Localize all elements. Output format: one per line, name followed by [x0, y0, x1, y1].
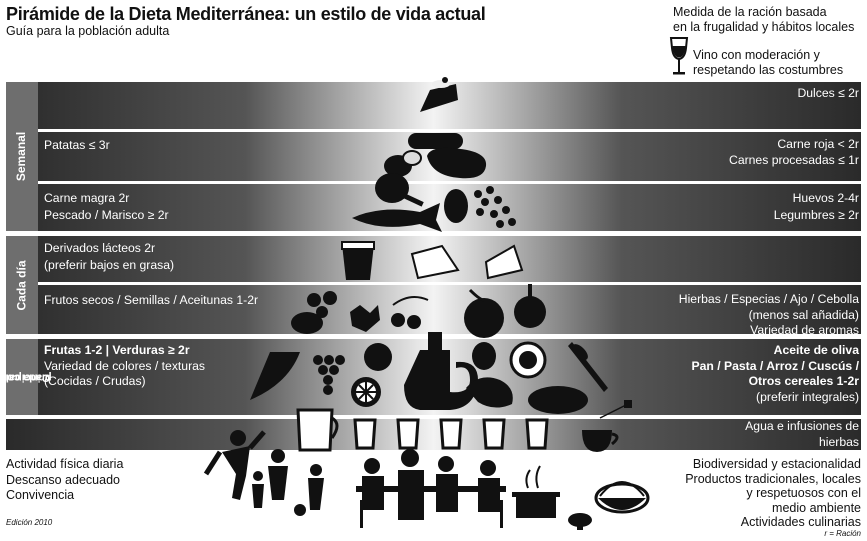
dairy-labels: Derivados lácteos 2r (preferir bajos en …	[44, 240, 174, 274]
lifestyle-item: Biodiversidad y estacionalidad	[692, 457, 861, 471]
egg-icon	[444, 189, 468, 223]
chicken-leg-icon	[375, 173, 424, 207]
wine-note-line: Vino con moderación y	[693, 48, 820, 62]
potatoes-label: Patatas ≤ 3r	[44, 138, 110, 152]
portion-note-line: Medida de la ración basada	[673, 5, 827, 19]
basket-icon	[594, 481, 650, 514]
section-label-weekly: Semanal	[6, 82, 38, 231]
wine-note-line: respetando las costumbres	[693, 63, 844, 77]
lifestyle-item: Actividad física diaria	[6, 457, 124, 471]
red-meat-label: Carne roja < 2r	[777, 137, 859, 151]
edition-note: Edición 2010	[6, 518, 53, 527]
water-label: Agua e infusiones de hierbas	[745, 419, 859, 450]
meat-labels: Carne roja < 2r Carnes procesadas ≤ 1r	[729, 137, 859, 168]
lifestyle-item: y respetuosos con el	[746, 486, 861, 500]
herbs-label: Hierbas / Especias / Ajo / Cebolla	[678, 292, 859, 306]
apple-icon	[364, 343, 392, 371]
section-label-daily: Cada día	[6, 236, 38, 334]
dairy-label: Derivados lácteos 2r	[44, 241, 156, 255]
olives-icon	[391, 295, 429, 329]
potato-icon	[384, 150, 422, 177]
wheat-icon	[568, 342, 608, 392]
eggs-legumes-labels: Huevos 2-4r Legumbres ≥ 2r	[774, 190, 859, 224]
section-label-main-meal: Cada comidaprincipal	[0, 339, 51, 415]
lifestyle-item: Convivencia	[6, 488, 75, 502]
divider	[38, 181, 861, 184]
lifestyle-item: Actividades culinarias	[740, 515, 861, 529]
wine-glass-icon	[669, 37, 689, 75]
water-band	[6, 419, 861, 450]
fruits-veg-labels: Frutas 1-2 | Verduras ≥ 2r Variedad de c…	[44, 343, 205, 390]
water-jug-icon	[296, 408, 339, 452]
racion-note: r = Ración	[824, 529, 861, 538]
cereals-note: (preferir integrales)	[756, 389, 859, 404]
page-subtitle: Guía para la población adulta	[6, 24, 170, 38]
herbs-labels: Hierbas / Especias / Ajo / Cebolla (meno…	[679, 292, 859, 339]
steak-icon	[427, 147, 487, 179]
portion-note-line: en la frugalidad y hábitos locales	[673, 20, 855, 34]
portion-note: Medida de la ración basada en la frugali…	[673, 5, 861, 35]
eggs-label: Huevos 2-4r	[792, 191, 859, 205]
cheese-icon	[410, 244, 524, 280]
white-meat-fish-labels: Carne magra 2r Pescado / Marisco ≥ 2r	[44, 190, 169, 224]
divider	[38, 129, 861, 132]
cake-icon	[420, 77, 458, 112]
yogurt-icon	[341, 241, 375, 280]
page-title: Pirámide de la Dieta Mediterránea: un es…	[6, 4, 486, 24]
bread-icon	[528, 386, 588, 414]
family-activity-icon	[203, 430, 324, 516]
herbs-variety: Variedad de aromas	[750, 323, 859, 337]
watermelon-icon	[250, 352, 300, 400]
processed-meat-label: Carnes procesadas ≤ 1r	[729, 152, 859, 167]
water-label-line: hierbas	[819, 434, 859, 449]
onion-icon	[464, 288, 504, 338]
nuts-icon	[291, 291, 380, 334]
lifestyle-item: medio ambiente	[772, 500, 861, 515]
lifestyle-right: Biodiversidad y estacionalidad Productos…	[685, 457, 861, 530]
white-meat-label: Carne magra 2r	[44, 191, 130, 205]
tea-cup-icon	[582, 400, 632, 452]
lifestyle-left: Actividad física diaria Descanso adecuad…	[6, 457, 123, 504]
divider	[38, 282, 861, 285]
herbs-note: (menos sal añadida)	[748, 307, 859, 322]
fish-icon	[352, 203, 442, 232]
fish-label: Pescado / Marisco ≥ 2r	[44, 208, 169, 222]
olive-oil-label: Aceite de oliva	[773, 343, 859, 357]
variety-label: Variedad de colores / texturas	[44, 358, 206, 373]
artichoke-icon	[472, 342, 496, 370]
leafy-vegetables-icon	[466, 341, 547, 408]
legumes-icon	[474, 186, 516, 228]
mushroom-icon	[568, 513, 592, 530]
orange-slice-icon	[351, 377, 381, 407]
olive-oil-jar-icon	[404, 332, 478, 410]
grapes-icon	[313, 355, 345, 395]
variety-note: (Cocidas / Crudas)	[44, 374, 146, 388]
cereals-portion: Otros cereales 1-2r	[748, 374, 859, 388]
water-glass-icon	[353, 418, 549, 450]
oil-cereal-labels: Aceite de oliva Pan / Pasta / Arroz / Cu…	[691, 343, 859, 405]
water-label-line: Agua e infusiones de	[745, 419, 859, 433]
dairy-note: (preferir bajos en grasa)	[44, 258, 175, 272]
sausage-icon	[408, 133, 463, 149]
fruits-veg-label: Frutas 1-2 | Verduras ≥ 2r	[44, 343, 190, 357]
nuts-label: Frutos secos / Semillas / Aceitunas 1-2r	[44, 293, 259, 307]
garlic-icon	[514, 284, 546, 328]
lifestyle-item: Productos tradicionales, locales	[685, 471, 861, 486]
cooking-pot-icon	[512, 465, 560, 518]
family-dinner-icon	[356, 449, 506, 528]
sweets-label: Dulces ≤ 2r	[797, 86, 859, 100]
cereals-label: Pan / Pasta / Arroz / Cuscús /	[691, 358, 859, 373]
legumes-label: Legumbres ≥ 2r	[773, 208, 859, 222]
lifestyle-item: Descanso adecuado	[6, 472, 120, 487]
